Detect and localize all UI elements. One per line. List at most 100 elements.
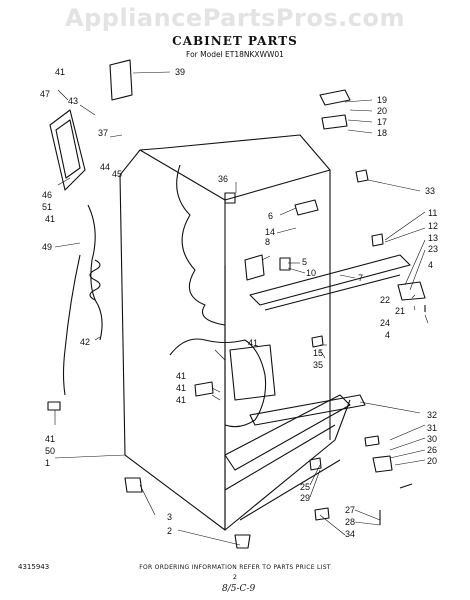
callout-18: 18	[377, 128, 387, 138]
callout-53: 51	[42, 202, 52, 212]
screw-15	[311, 335, 324, 348]
callout-6: 6	[268, 211, 273, 221]
callout-19: 19	[377, 95, 387, 105]
callout-33: 34	[345, 529, 355, 539]
screw-36	[224, 192, 236, 204]
crisper-shape	[229, 344, 276, 401]
callout-50: 47	[40, 89, 50, 99]
leader-lines	[54, 71, 429, 546]
screw-bottom-left	[47, 401, 61, 411]
callout-41-top: 41	[55, 67, 65, 77]
hinge-cover-top	[109, 59, 133, 101]
cabinet-top	[139, 134, 331, 201]
torn-cutaway-upper	[176, 164, 226, 326]
mount-plate-8	[244, 254, 265, 281]
callout-11: 11	[428, 208, 437, 218]
screw-34	[355, 169, 369, 183]
callout-17: 17	[377, 117, 387, 127]
model-subtitle: For Model ET18NKXWW01	[186, 50, 284, 59]
leveling-leg-left	[124, 477, 143, 493]
doc-number: 4315943	[18, 563, 50, 571]
callout-47: 45	[112, 169, 122, 179]
lower-cutaway	[169, 338, 267, 428]
slider-6	[294, 199, 319, 216]
hinge-assembly-right	[397, 281, 426, 301]
callout-15: 15	[313, 348, 323, 358]
callout-23: 23	[428, 244, 438, 254]
callout-45: 43	[68, 96, 78, 106]
callout-10: 10	[306, 268, 316, 278]
ordering-note: FOR ORDERING INFORMATION REFER TO PARTS …	[139, 564, 331, 571]
callout-3: 3	[167, 512, 172, 522]
callout-4-top: 4	[428, 260, 433, 270]
callout-46: 44	[100, 162, 110, 172]
callout-13: 13	[428, 233, 438, 243]
callout-43: 41	[176, 383, 186, 393]
callout-37: 37	[98, 128, 108, 138]
callout-42: 41	[176, 395, 186, 405]
callout-30: 30	[427, 434, 437, 444]
callout-4-low: 4	[385, 330, 390, 340]
callout-20-top: 20	[377, 106, 387, 116]
screw-11	[371, 233, 384, 247]
callout-20-low: 20	[427, 456, 437, 466]
callout-51: 49	[42, 242, 52, 252]
foot-cap-33	[314, 507, 330, 521]
mullion-rail	[249, 254, 411, 306]
guide-25	[309, 457, 322, 471]
callout-41-center: 41	[248, 338, 258, 348]
callout-1: 1	[45, 458, 50, 468]
callout-14: 14	[265, 227, 275, 237]
callout-28: 28	[345, 517, 355, 527]
callout-31: 31	[427, 423, 437, 433]
callout-24: 24	[380, 318, 390, 328]
base-rail-right	[239, 459, 341, 521]
control-panel-inner	[55, 119, 81, 179]
cabinet-front-edge	[119, 149, 141, 176]
callout-39: 39	[175, 67, 185, 77]
callout-49: 46	[42, 190, 52, 200]
hinge-top-right	[319, 89, 351, 106]
callout-35: 35	[313, 360, 323, 370]
page-number: 2	[232, 573, 238, 581]
screw-20-lower	[399, 483, 413, 489]
power-cord	[87, 204, 103, 341]
callout-34: 33	[425, 186, 435, 196]
callout-52: 50	[45, 446, 55, 456]
callout-32: 32	[427, 410, 437, 420]
callout-21: 21	[395, 306, 405, 316]
watermark: AppliancePartsPros.com	[65, 4, 405, 32]
cabinet-drawing	[47, 59, 426, 549]
cam-5	[279, 257, 291, 271]
control-panel	[49, 109, 86, 191]
callout-25: 25	[300, 482, 310, 492]
leveling-leg-front	[234, 534, 251, 549]
mullion-rail-lower	[264, 274, 401, 311]
callout-41-low: 41	[45, 434, 55, 444]
drain-tube	[62, 254, 81, 396]
callout-29: 29	[300, 493, 310, 503]
crisper-bracket	[194, 381, 214, 397]
handwritten-note: 8/5-C-9	[222, 584, 256, 594]
callout-22: 22	[380, 295, 390, 305]
bottom-floor	[224, 399, 351, 531]
callout-41-crisper: 41	[176, 371, 186, 381]
callout-2: 2	[167, 526, 172, 536]
lower-crossbar	[249, 394, 366, 426]
callout-26: 26	[427, 445, 437, 455]
cord-coil	[89, 259, 101, 301]
roller-right	[372, 455, 393, 473]
roller-bracket	[364, 435, 380, 447]
callout-labels: 39 41 47 43 37 44 45 46 51 41 49 42 41 5…	[40, 67, 438, 539]
machine-compartment	[224, 394, 351, 471]
callout-41-mid: 41	[45, 214, 55, 224]
callout-44: 42	[80, 337, 90, 347]
callout-27: 27	[345, 505, 355, 515]
callout-12: 12	[428, 221, 438, 231]
callout-36: 36	[218, 174, 228, 184]
hinge-bracket-right	[321, 114, 348, 130]
callout-5: 5	[302, 257, 307, 267]
base-rail-left	[224, 424, 336, 491]
callout-8: 8	[265, 237, 270, 247]
